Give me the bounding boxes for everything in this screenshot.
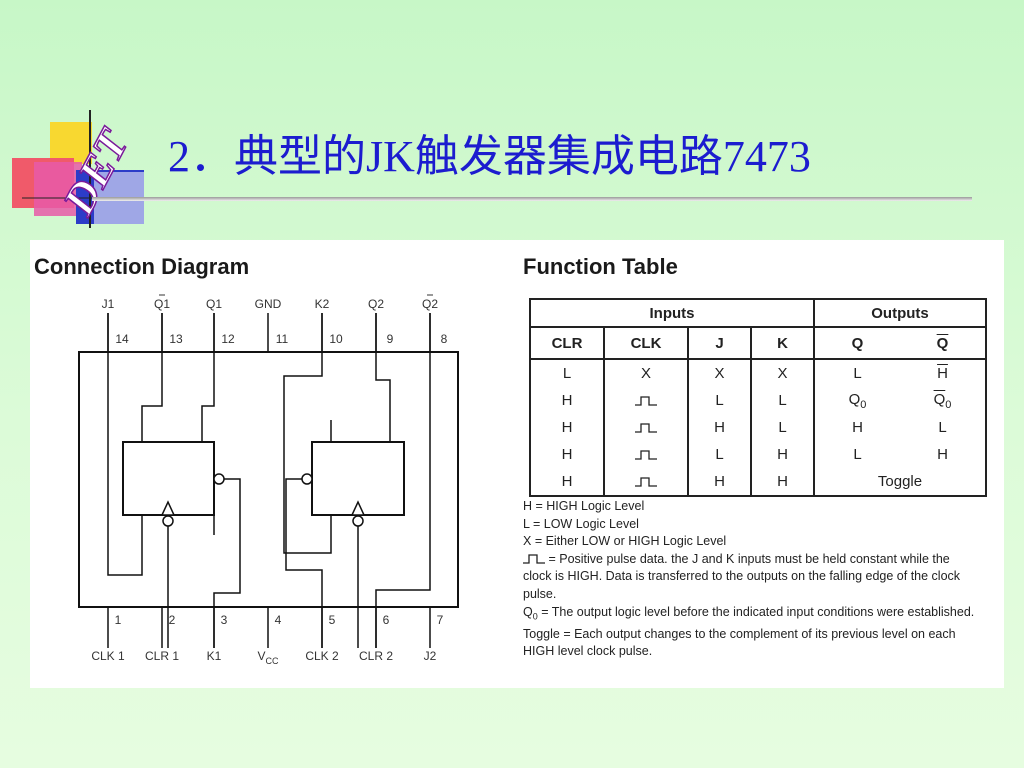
bottom-pin-number: 4 [275, 613, 282, 627]
datasheet-panel: Connection Diagram [30, 240, 1004, 688]
clock2-bubble [352, 515, 364, 527]
top-pin-number: 9 [387, 332, 394, 346]
column-header-j: J [687, 326, 752, 360]
positive-pulse-icon [635, 423, 657, 433]
outputs-header: Outputs [813, 298, 987, 328]
clock1-bubble [162, 515, 174, 527]
column-header-k: K [750, 326, 815, 360]
legend-item: H = HIGH Logic Level [523, 499, 645, 513]
table-cell: X [687, 359, 752, 387]
positive-pulse-icon [635, 396, 657, 406]
table-cell [603, 387, 689, 414]
clock1-triangle [160, 500, 176, 516]
bottom-pin-number: 5 [329, 613, 336, 627]
function-table-heading: Function Table [523, 254, 678, 279]
table-cell: H [687, 468, 752, 497]
top-pin-label: K2 [315, 297, 330, 311]
table-cell: Q0 [813, 387, 900, 414]
table-cell: L [750, 387, 815, 414]
table-cell: X [750, 359, 815, 387]
bottom-pin-label: J2 [424, 649, 437, 663]
table-cell: H [813, 414, 900, 441]
ic-package [78, 351, 459, 608]
top-pin-label: Q1 [206, 297, 222, 311]
top-pin-label: GND [255, 297, 282, 311]
table-cell: L [813, 441, 900, 468]
column-header-q-bar: Q [900, 326, 987, 360]
table-cell: Toggle [813, 468, 987, 497]
bottom-pin-number: 3 [221, 613, 228, 627]
top-pin-number: 12 [221, 332, 235, 346]
bottom-pin-label: CLR 1 [145, 649, 179, 663]
table-cell: H [750, 468, 815, 497]
column-header-clk: CLK [603, 326, 689, 360]
top-pin-label: Q2 [422, 297, 438, 311]
table-cell: H [900, 359, 987, 387]
bottom-pin-number: 6 [383, 613, 390, 627]
connection-diagram-heading: Connection Diagram [34, 254, 250, 279]
table-cell: H [529, 414, 605, 441]
top-pin-number: 14 [115, 332, 129, 346]
table-cell: H [750, 441, 815, 468]
column-header-q: Q [813, 326, 900, 360]
table-cell: L [900, 414, 987, 441]
q1-inverter-bubble [213, 473, 225, 485]
table-cell: X [603, 359, 689, 387]
table-cell: L [750, 414, 815, 441]
table-cell: H [687, 414, 752, 441]
column-header-clr: CLR [529, 326, 605, 360]
title-underline [92, 197, 972, 201]
positive-pulse-icon [635, 450, 657, 460]
bottom-pin-label: CLR 2 [359, 649, 393, 663]
table-cell: L [687, 387, 752, 414]
legend-item: Toggle = Each output changes to the comp… [523, 626, 956, 659]
legend-item: X = Either LOW or HIGH Logic Level [523, 534, 727, 549]
table-cell [603, 441, 689, 468]
table-cell: Q0 [900, 387, 987, 414]
legend-item: = Positive pulse data. the J and K input… [523, 551, 961, 601]
bottom-pin-number: 2 [169, 613, 176, 627]
table-cell: H [529, 468, 605, 497]
positive-pulse-icon [523, 554, 545, 565]
bottom-pin-number: 7 [437, 613, 444, 627]
clock2-triangle [350, 500, 366, 516]
positive-pulse-icon [635, 477, 657, 487]
top-pin-number: 11 [276, 332, 289, 346]
table-cell: L [529, 359, 605, 387]
table-cell: L [813, 359, 900, 387]
inputs-header: Inputs [529, 298, 815, 328]
top-pin-number: 8 [441, 332, 448, 346]
det-logo: DET [12, 110, 148, 228]
top-pin-number: 10 [329, 332, 343, 346]
bottom-pin-label: CLK 1 [91, 649, 125, 663]
slide-title: 2．典型的JK触发器集成电路7473 [168, 132, 811, 181]
bottom-pin-label: CLK 2 [305, 649, 339, 663]
table-cell: H [900, 441, 987, 468]
q2-inverter-bubble [301, 473, 313, 485]
legend-item: L = LOW Logic Level [523, 516, 639, 531]
bottom-pin-number: 1 [115, 613, 122, 627]
table-cell: H [529, 441, 605, 468]
table-cell [603, 468, 689, 497]
top-pin-label: J1 [102, 297, 115, 311]
table-cell: H [529, 387, 605, 414]
table-cell [603, 414, 689, 441]
top-pin-number: 13 [169, 332, 183, 346]
table-cell: L [687, 441, 752, 468]
bottom-pin-label: K1 [207, 649, 222, 663]
top-pin-label: Q2 [368, 297, 384, 311]
top-pin-label: Q1 [154, 297, 170, 311]
legend-item: Q0 = The output logic level before the i… [523, 604, 975, 622]
